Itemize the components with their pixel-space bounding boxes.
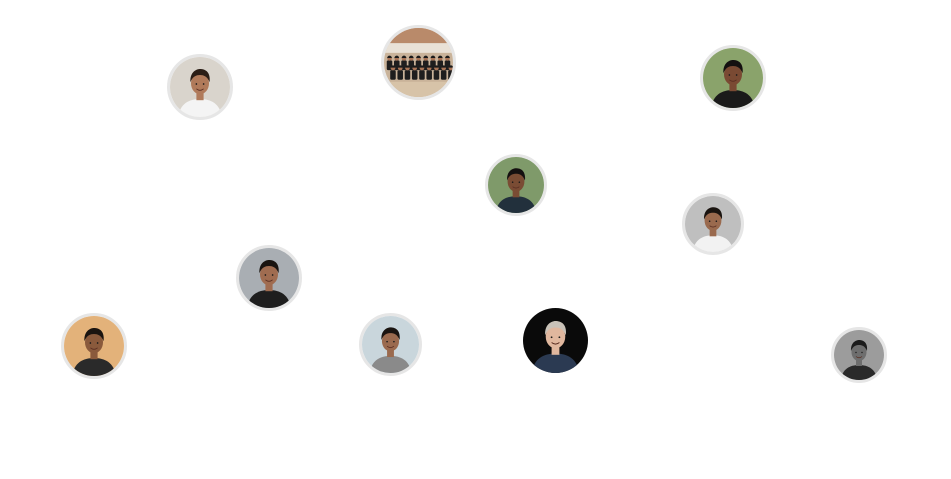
team-member-avatar[interactable]: [831, 327, 887, 383]
team-member-avatar[interactable]: [61, 313, 127, 379]
avatar-photo: [170, 57, 230, 117]
avatar-photo: [488, 157, 544, 213]
avatar-photo: [703, 48, 763, 108]
team-member-avatar[interactable]: [359, 313, 422, 376]
team-member-avatar[interactable]: [700, 45, 766, 111]
avatar-photo: [64, 316, 124, 376]
team-member-avatar[interactable]: [523, 308, 588, 373]
team-member-avatar[interactable]: [485, 154, 547, 216]
avatar-photo: [239, 248, 299, 308]
team-member-avatar[interactable]: [236, 245, 302, 311]
avatar-photo: [384, 28, 453, 97]
team-member-avatar[interactable]: [167, 54, 233, 120]
team-group-photo-avatar[interactable]: [381, 25, 456, 100]
team-member-avatar[interactable]: [682, 193, 744, 255]
avatar-photo: [685, 196, 741, 252]
avatar-photo: [362, 316, 419, 373]
avatar-photo: [523, 308, 588, 373]
avatar-photo: [834, 330, 884, 380]
